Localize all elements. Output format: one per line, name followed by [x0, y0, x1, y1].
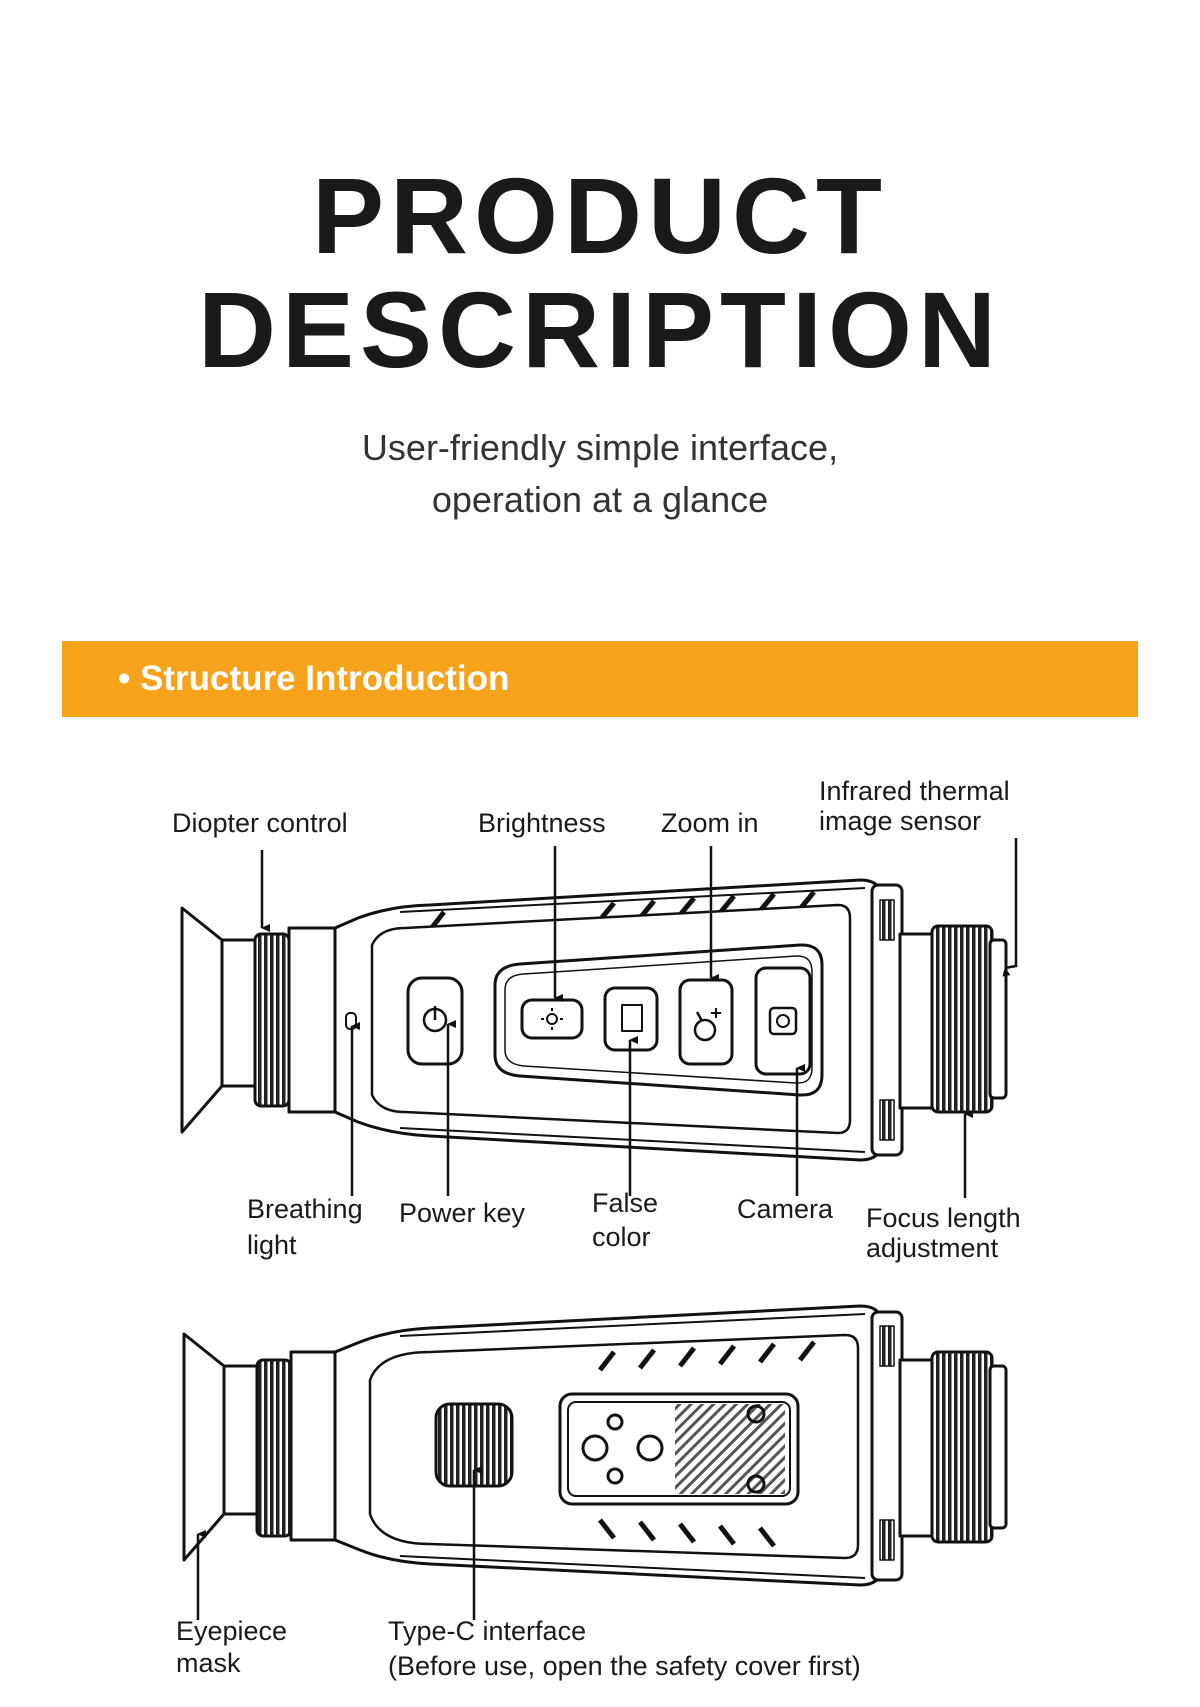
label-diopter-control: Diopter control — [172, 808, 348, 838]
focus-ring — [930, 924, 994, 1114]
subtitle-line-1: User-friendly simple interface, — [361, 427, 839, 468]
label-eyepiece-line-2: mask — [176, 1648, 241, 1678]
label-brightness: Brightness — [478, 808, 606, 838]
label-sensor-line-1: Infrared thermal — [819, 776, 1010, 806]
label-false-color-line-2: color — [592, 1222, 651, 1252]
device-bottom-view — [182, 1304, 1008, 1587]
zoom-button — [678, 978, 734, 1066]
device-top-view — [180, 878, 1008, 1162]
label-sensor-line-2: image sensor — [819, 806, 982, 836]
label-breathing-line-1: Breathing — [247, 1194, 363, 1224]
power-button — [406, 976, 464, 1066]
label-power-key: Power key — [399, 1198, 526, 1228]
section-banner: • Structure Introduction — [62, 641, 1138, 717]
label-focus-line-2: adjustment — [866, 1233, 999, 1263]
title-line-1: PRODUCT — [312, 155, 888, 276]
camera-button — [754, 966, 812, 1076]
eyepiece-cup-top — [180, 906, 224, 1134]
diopter-ring — [253, 932, 291, 1108]
label-type-c-line-1: Type-C interface — [388, 1616, 587, 1646]
label-zoom-in: Zoom in — [661, 808, 759, 838]
section-title: • Structure Introduction — [118, 659, 510, 698]
leader-sensor — [1002, 838, 1018, 977]
label-breathing-line-2: light — [247, 1230, 297, 1260]
label-camera: Camera — [737, 1194, 834, 1224]
eyepiece-cup-bottom — [182, 1332, 226, 1562]
label-false-color-line-1: False — [592, 1188, 659, 1218]
label-eyepiece-line-1: Eyepiece — [176, 1616, 288, 1646]
label-focus-line-1: Focus length — [866, 1203, 1021, 1233]
subtitle-line-2: operation at a glance — [431, 479, 769, 520]
title-line-2: DESCRIPTION — [197, 269, 1003, 390]
label-type-c-line-2: (Before use, open the safety cover first… — [388, 1651, 861, 1681]
brightness-button — [520, 998, 584, 1040]
